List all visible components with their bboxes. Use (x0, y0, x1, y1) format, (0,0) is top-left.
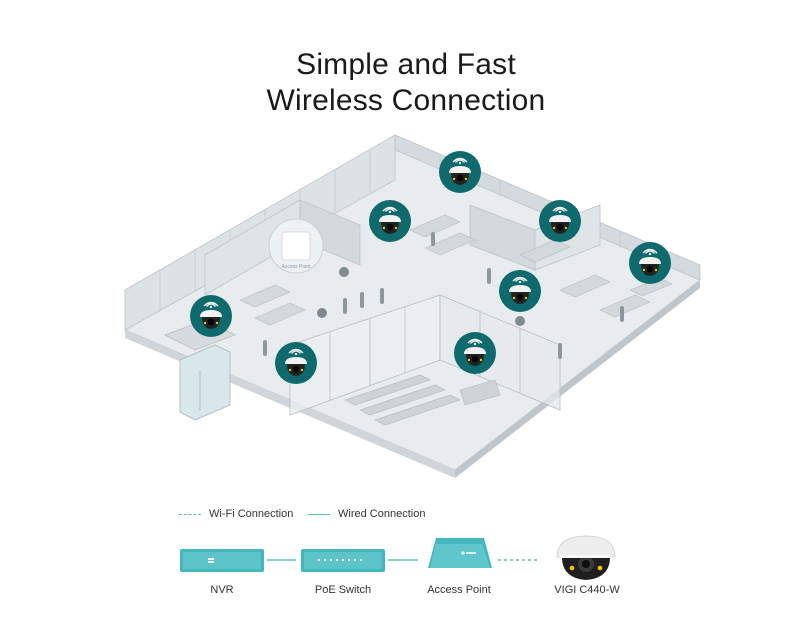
legend-wifi-label: Wi-Fi Connection (209, 508, 294, 520)
camera-bubble-icon (499, 270, 541, 312)
access-point-bubble: Access Point (268, 218, 324, 274)
camera-label: VIGI C440-W (554, 584, 620, 596)
poe-switch-label: PoE Switch (314, 584, 372, 596)
wifi-line-swatch (179, 513, 201, 515)
nvr-icon (180, 549, 264, 572)
device-chain (180, 535, 616, 580)
legend-wired-label: Wired Connection (338, 508, 426, 520)
access-point-tag: Access Point (282, 264, 312, 270)
camera-bubble-icon (539, 200, 581, 242)
access-point-icon (428, 538, 492, 568)
camera-bubble-icon (369, 200, 411, 242)
access-point-label: Access Point (427, 584, 491, 596)
office-desks (239, 214, 673, 326)
poe-switch-icon (301, 549, 385, 572)
title-line-2: Wireless Connection (266, 84, 546, 117)
page-title: Simple and Fast Wireless Connection (0, 47, 812, 119)
camera-bubble-icon (190, 295, 232, 337)
title-line-1: Simple and Fast (296, 48, 516, 81)
meeting-tables (344, 374, 501, 426)
office-floorplan: Access Point (123, 134, 701, 478)
camera-bubble-icon (275, 342, 317, 384)
legend-wired: Wired Connection (308, 508, 425, 520)
camera-bubble-icon (454, 332, 496, 374)
legend-wifi: Wi-Fi Connection (179, 508, 293, 520)
floor-slab-edge-right (455, 280, 700, 478)
elevator-shaft (179, 344, 231, 421)
people (263, 232, 624, 359)
nvr-label: NVR (210, 584, 234, 596)
camera-bubble-icon (629, 242, 671, 284)
plants (317, 267, 525, 326)
camera-bubbles (190, 151, 671, 384)
camera-icon (556, 535, 616, 580)
wired-line-swatch (308, 513, 330, 515)
camera-bubble-icon (439, 151, 481, 193)
